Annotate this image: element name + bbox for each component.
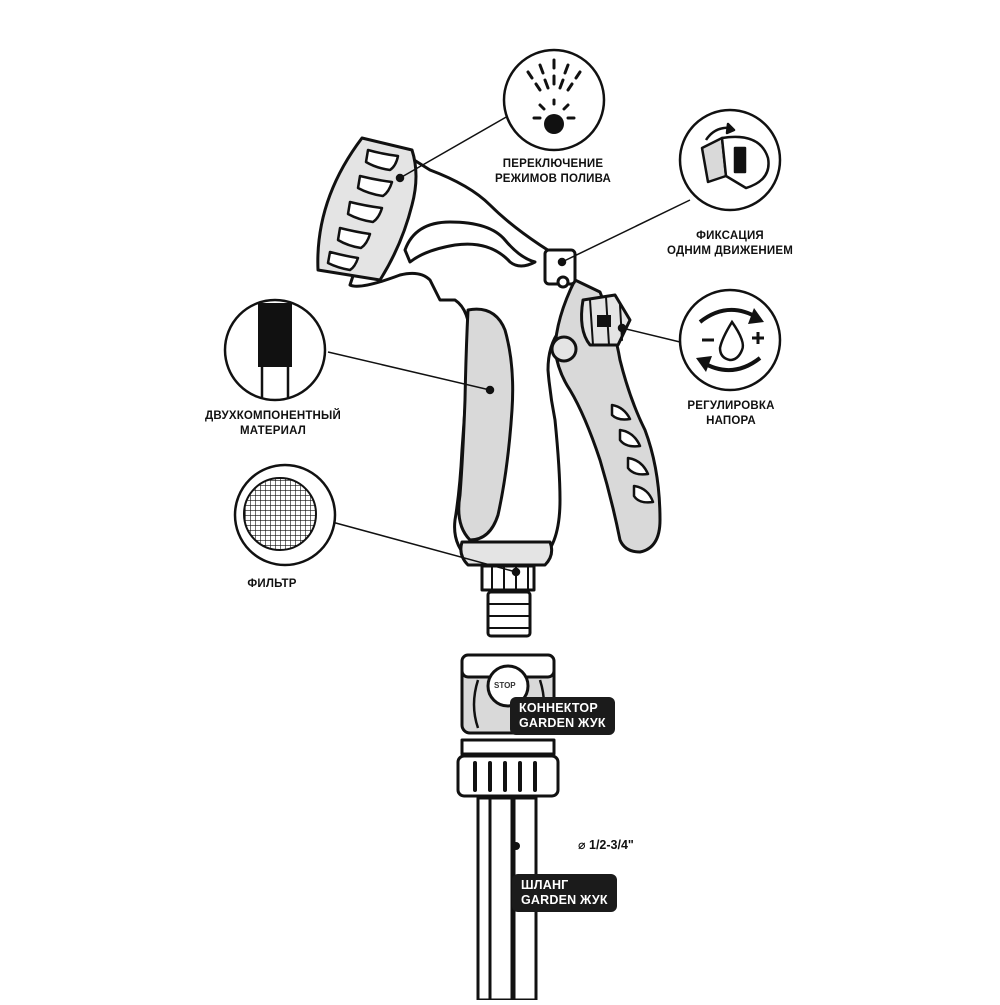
modes-label-line2: РЕЖИМОВ ПОЛИВА [494, 173, 612, 185]
trigger-ribs [610, 403, 655, 504]
lock-label-line1: ФИКСАЦИЯ [696, 230, 764, 242]
leader-lines [327, 115, 691, 577]
trigger-pivot [550, 335, 578, 363]
material-icon [223, 298, 327, 402]
connector-badge-line2: GARDEN ЖУК [519, 716, 606, 730]
lock-label: ФИКСАЦИЯ ОДНИМ ДВИЖЕНИЕМ [667, 229, 793, 259]
quick-connector [456, 653, 560, 798]
stop-label: STOP [494, 681, 516, 690]
material-label: ДВУХКОМПОНЕНТНЫЙ МАТЕРИАЛ [205, 409, 341, 439]
spray-nozzle [316, 136, 662, 638]
hose-diameter: ⌀ 1/2-3/4" [578, 838, 634, 852]
hose-badge: ШЛАНГ GARDEN ЖУК [512, 874, 617, 912]
trigger-opening [403, 220, 537, 268]
spray-modes-icon [502, 48, 606, 152]
material-label-line2: МАТЕРИАЛ [239, 425, 307, 437]
head-slots [326, 148, 400, 272]
pressure-icon [678, 288, 782, 392]
lock-label-line2: ОДНИМ ДВИЖЕНИЕМ [667, 245, 793, 257]
pressure-label-line1: РЕГУЛИРОВКА [687, 400, 775, 412]
hose-badge-line1: ШЛАНГ [521, 878, 569, 892]
connector-badge: КОННЕКТОР GARDEN ЖУК [510, 697, 615, 735]
filter-label: ФИЛЬТР [247, 577, 296, 592]
hose-adapter-nipple [486, 590, 532, 638]
pressure-label: РЕГУЛИРОВКА НАПОРА [687, 399, 774, 429]
stop-valve-button [486, 664, 530, 708]
material-label-line1: ДВУХКОМПОНЕНТНЫЙ [205, 410, 341, 422]
filter-label-line1: ФИЛЬТР [247, 578, 297, 590]
bottom-cap [459, 540, 554, 567]
modes-label: ПЕРЕКЛЮЧЕНИЕ РЕЖИМОВ ПОЛИВА [495, 157, 611, 187]
modes-label-line1: ПЕРЕКЛЮЧЕНИЕ [502, 158, 604, 170]
connector-badge-line1: КОННЕКТОР [519, 701, 598, 715]
hose-badge-line2: GARDEN ЖУК [521, 893, 608, 907]
pressure-label-line2: НАПОРА [706, 415, 756, 427]
grip-overmold [457, 307, 515, 542]
filter-icon [233, 463, 337, 567]
lock-icon [678, 108, 782, 212]
trigger-lever [553, 278, 662, 554]
